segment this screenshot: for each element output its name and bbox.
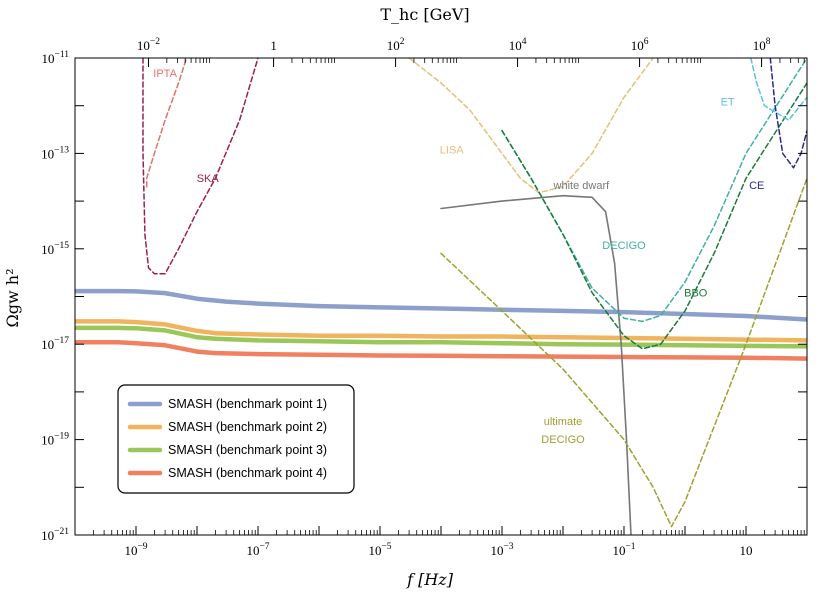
series-line-smash-benchmark-point-3- (75, 325, 807, 349)
series-line-ipta (145, 58, 188, 188)
curve-label-ipta: IPTA (153, 68, 177, 80)
top-tick-label: 102 (387, 37, 405, 53)
top-tick-label: 10−2 (137, 37, 160, 53)
legend-entry-label: SMASH (benchmark point 3) (168, 443, 327, 457)
curve-label-lisa: LISA (440, 144, 465, 156)
series-line-ultimate-decigo (440, 177, 807, 528)
legend: SMASH (benchmark point 1) SMASH (benchmar… (117, 384, 355, 494)
curve-label-ce: CE (749, 180, 764, 192)
series-line-ska (142, 58, 259, 275)
series-line-et (750, 58, 807, 121)
y-tick-label: 10−21 (41, 527, 69, 543)
series-line-bbo (501, 82, 807, 350)
curve-label-decigo: DECIGO (602, 240, 646, 252)
series-line-smash-benchmark-point-4- (75, 339, 807, 361)
x-tick-label: 10−3 (490, 542, 513, 558)
legend-entry-label: SMASH (benchmark point 1) (168, 397, 327, 411)
top-tick-label: 106 (631, 37, 649, 53)
x-tick-label: 10−1 (612, 542, 635, 558)
y-tick-label: 10−11 (41, 50, 69, 66)
top-axis-title: T_hc [GeV] (380, 5, 469, 24)
y-axis-title: Ωgw h² (3, 268, 22, 327)
legend-entry-label: SMASH (benchmark point 4) (168, 466, 327, 480)
series-line-smash-benchmark-point-2- (75, 319, 807, 343)
x-tick-label: 10 (740, 543, 753, 558)
top-tick-label: 1 (270, 38, 277, 53)
legend-box (117, 384, 355, 494)
top-tick-label: 108 (753, 37, 771, 53)
x-tick-label: 10−5 (368, 542, 391, 558)
curve-label-bbo: BBO (684, 288, 708, 300)
y-tick-label: 10−19 (41, 432, 69, 448)
curve-label-ska: SKA (197, 173, 220, 185)
curve-label-white-dwarf: white dwarf (553, 180, 611, 192)
series-line-smash-benchmark-point-1- (75, 288, 807, 322)
y-tick-label: 10−13 (41, 145, 69, 161)
y-tick-label: 10−17 (41, 336, 69, 352)
x-tick-label: 10−7 (246, 542, 269, 558)
series-line-lisa (408, 58, 654, 194)
series-line-white-dwarf (440, 194, 632, 535)
top-tick-label: 104 (509, 37, 527, 53)
x-axis-title: f [Hz] (406, 570, 454, 589)
curves-layer (75, 58, 807, 535)
x-tick-label: 10−9 (124, 542, 147, 558)
legend-entry-label: SMASH (benchmark point 2) (168, 420, 327, 434)
curve-label-et: ET (721, 97, 735, 109)
series-line-ce (769, 58, 807, 169)
y-tick-label: 10−15 (41, 241, 69, 257)
